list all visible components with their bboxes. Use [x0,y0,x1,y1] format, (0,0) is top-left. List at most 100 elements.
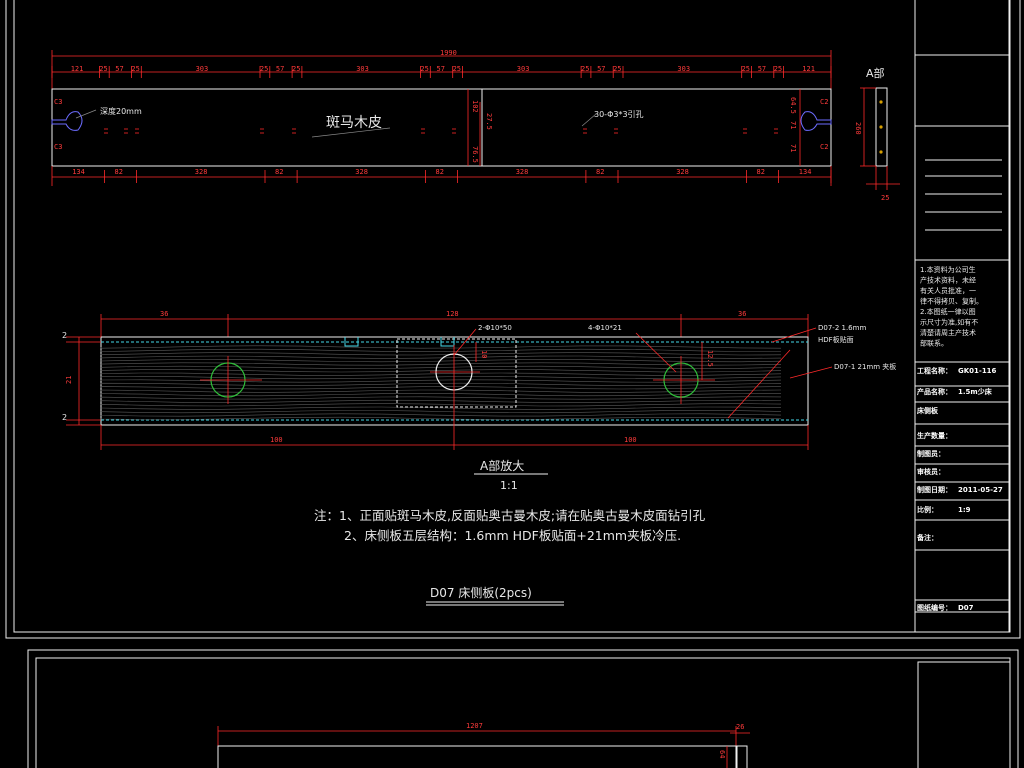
remark-line: 部联系。 [920,339,948,348]
lower-small-dim: 26 [736,723,744,731]
hole-note: 30-Φ3*3引孔 [594,110,644,119]
grain-line [100,393,782,397]
bottom-dim-value: 328 [516,168,529,176]
bottom-dim-value: 134 [799,168,812,176]
middle-dim: 76.5 [471,146,479,163]
grain-line [100,396,782,400]
grain-line [100,362,782,366]
end-mark: C3 [54,98,62,106]
grain-line [100,413,782,417]
title-block-label: 审核员： [917,467,945,476]
title-block-label: 制图员： [917,449,945,458]
bottom-dim-value: 328 [195,168,208,176]
title-block-label: 工程名称： [917,366,952,375]
right-side-dim: 71 [789,144,797,152]
title-block: 1.本资料为公司生产技术资料，未经有关人员批准，一律不得拷贝、复制。2.本图纸一… [914,0,1010,633]
sheet-outer-border [5,0,1021,639]
overall-length-dim: 1990 [440,49,457,57]
bottom-dim-value: 82 [115,168,123,176]
grain-line [100,399,782,403]
top-dim-value: 57 [758,65,766,73]
top-dim-value: 25 [131,65,139,73]
title-block-value: 1:9 [958,506,971,514]
remark-line: 示尺寸为准,如有不 [920,318,978,327]
callout-4-hole: 4-Φ10*21 [588,324,622,332]
top-dim-value: 25 [453,65,461,73]
middle-dim: 27.5 [485,113,493,130]
title-block-value: 1.5m少床 [958,387,993,396]
bottom-dim-value: 82 [436,168,444,176]
sheet-inner-border [13,0,1011,633]
top-dim-value: 57 [597,65,605,73]
part-a-view: A部 260 25 [854,66,900,202]
grain-line [100,359,782,363]
title-block-value: GK01-116 [958,367,997,375]
top-dim-value: 121 [71,65,84,73]
title-block-value: 2011-05-27 [958,486,1003,494]
left-end-slot [51,111,83,131]
grain-line [100,379,782,383]
cut-region [396,338,517,408]
title-block-rows: 工程名称：GK01-116产品名称：1.5m少床床侧板生产数量：制图员：审核员：… [915,366,1009,613]
part-title: D07 床侧板(2pcs) [430,586,532,600]
title-block-label: 图纸编号： [917,603,952,612]
notes: 注：1、正面贴斑马木皮,反面贴奥古曼木皮;请在贴奥古曼木皮面钻引孔 2、床侧板五… [314,508,706,543]
top-dim-value: 57 [437,65,445,73]
depth-note: 深度20mm [100,106,142,116]
top-dim-value: 303 [196,65,209,73]
callout-2-hole: 2-Φ10*50 [478,324,512,332]
part-title-block: D07 床侧板(2pcs) [426,586,564,606]
title-block-value: D07 [958,604,974,612]
panel-outline [51,88,832,167]
remark-line: 律不得拷贝、复制。 [920,297,983,306]
grain-line [100,389,782,393]
part-a-label: A部 [866,66,885,80]
grain-line [100,369,782,373]
detail-top-dim: 36 [738,310,746,318]
bottom-dim-value: 82 [596,168,604,176]
grain-line [100,416,782,420]
grain-line [100,376,782,380]
detail-top-dim: 128 [446,310,459,318]
note-line-2: 2、床侧板五层结构：1.6mm HDF板贴面+21mm夹板冷压. [344,528,681,543]
top-dim-value: 25 [742,65,750,73]
grain-line [100,352,782,356]
detail-scale: 1:1 [500,479,518,492]
top-dim-value: 25 [581,65,589,73]
top-dim-value: 303 [356,65,369,73]
top-dim-value: 121 [802,65,815,73]
top-dim-value: 57 [115,65,123,73]
right-end-slot [800,111,832,131]
end-mark: C2 [820,143,828,151]
remark-line: 清楚请周主产技术 [920,328,976,337]
remark-line: 1.本资料为公司生 [920,265,976,274]
hole-dim: 12.5 [706,350,714,367]
top-dim-value: 25 [774,65,782,73]
lower-sheet: 1207 26 64 [27,649,1019,768]
top-dim-value: 57 [276,65,284,73]
top-dim-value: 25 [613,65,621,73]
bottom-dim-value: 328 [676,168,689,176]
pilot-hole-markers [104,128,778,134]
part-a-height-dim: 260 [854,122,862,135]
middle-dim: 102 [471,100,479,113]
title-block-label: 产品名称： [917,387,952,396]
detail-top-dim: 36 [160,310,168,318]
wood-grain-hatch [100,345,782,420]
grain-line [100,372,782,376]
grain-line [100,345,782,349]
bottom-dim-value: 82 [275,168,283,176]
remark-line: 2.本图纸一律以图 [920,307,976,316]
bottom-dim-value: 134 [72,168,85,176]
remark-line: 产技术资料，未经 [920,276,976,285]
title-block-remarks: 1.本资料为公司生产技术资料，未经有关人员批准，一律不得拷贝、复制。2.本图纸一… [920,265,983,348]
grain-line [100,410,782,414]
detail-bottom-dim: 100 [270,436,283,444]
top-dim-value: 25 [260,65,268,73]
left-dim: 2 [62,413,67,422]
callout-hdf-face: HDF板贴面 [818,335,854,344]
grain-line [100,348,781,352]
